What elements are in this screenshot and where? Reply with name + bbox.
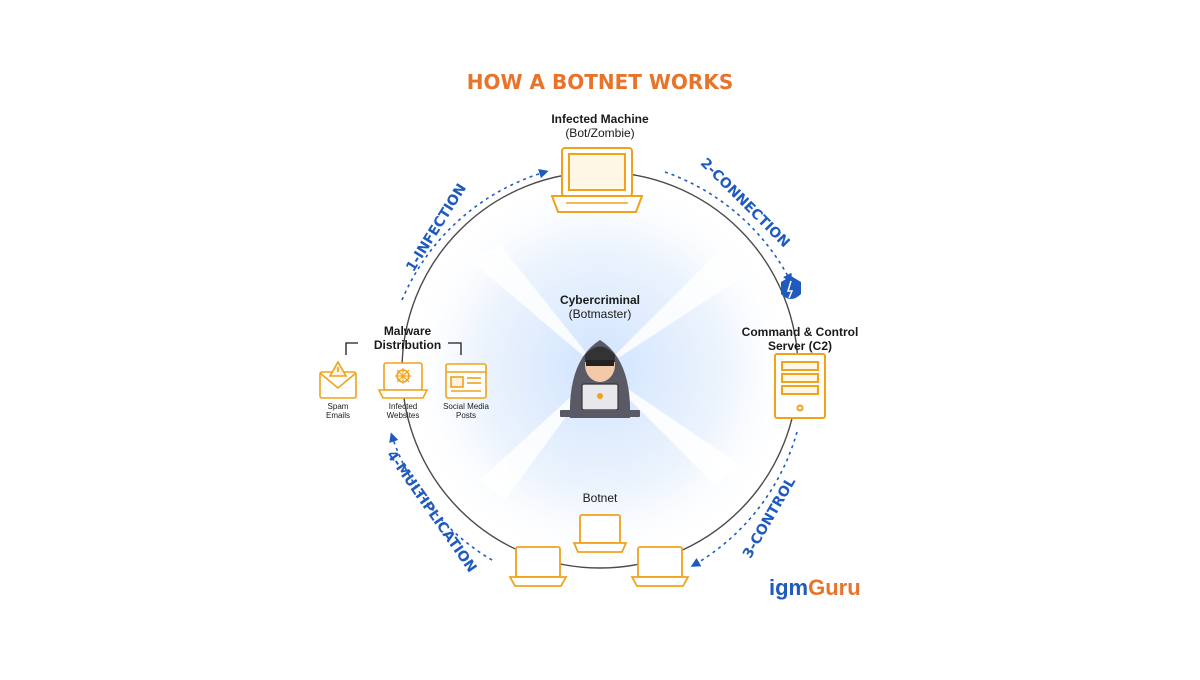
brand-logo: igmGuru (769, 575, 861, 601)
virus-laptop-icon (377, 362, 429, 399)
c2-subtitle: Server (C2) (767, 339, 833, 353)
malware-distribution-label: Malware Distribution (355, 324, 460, 352)
botnet-label: Botnet (582, 491, 618, 505)
laptop-icon (550, 147, 644, 213)
malware-bracket-left (345, 342, 358, 355)
c2-label: Command & Control Server (C2) (730, 325, 870, 353)
warning-envelope-icon (319, 360, 357, 399)
cybercriminal-label: Cybercriminal (Botmaster) (530, 293, 670, 321)
spam-emails-line2: Emails (325, 411, 350, 420)
malware-subtitle: Distribution (373, 338, 442, 352)
social-media-posts-label: Social Media Posts (436, 402, 496, 420)
social-media-line1: Social Media (443, 402, 489, 411)
brand-part-2: Guru (808, 575, 861, 600)
infected-websites-line1: Infected (388, 402, 418, 411)
bug-shield-icon (781, 276, 801, 299)
botnet-laptop-icon (508, 546, 568, 587)
connection-arrow (664, 171, 792, 284)
infected-websites-line2: Websites (386, 411, 420, 420)
botnet-laptop-icon (630, 546, 690, 587)
hacker-icon (560, 340, 640, 418)
browser-window-icon (445, 363, 487, 399)
control-arrow (690, 431, 798, 567)
botnet-laptop-icon (572, 514, 628, 553)
malware-bracket-right (448, 342, 462, 355)
infected-machine-title: Infected Machine (551, 112, 649, 126)
spam-emails-line1: Spam (327, 402, 349, 411)
infected-machine-label: Infected Machine (Bot/Zombie) (520, 112, 680, 140)
brand-part-1: igm (769, 575, 809, 600)
infection-arrow (401, 169, 549, 301)
diagram-title: HOW A BOTNET WORKS (466, 70, 734, 94)
light-beams (470, 245, 745, 500)
server-icon (774, 353, 826, 419)
c2-title: Command & Control (741, 325, 859, 339)
malware-title: Malware (383, 324, 432, 338)
infected-machine-subtitle: (Bot/Zombie) (565, 126, 635, 140)
spam-emails-label: Spam Emails (314, 402, 362, 420)
cybercriminal-subtitle: (Botmaster) (568, 307, 632, 321)
social-media-line2: Posts (455, 411, 476, 420)
cybercriminal-title: Cybercriminal (559, 293, 641, 307)
infected-websites-label: Infected Websites (379, 402, 427, 420)
